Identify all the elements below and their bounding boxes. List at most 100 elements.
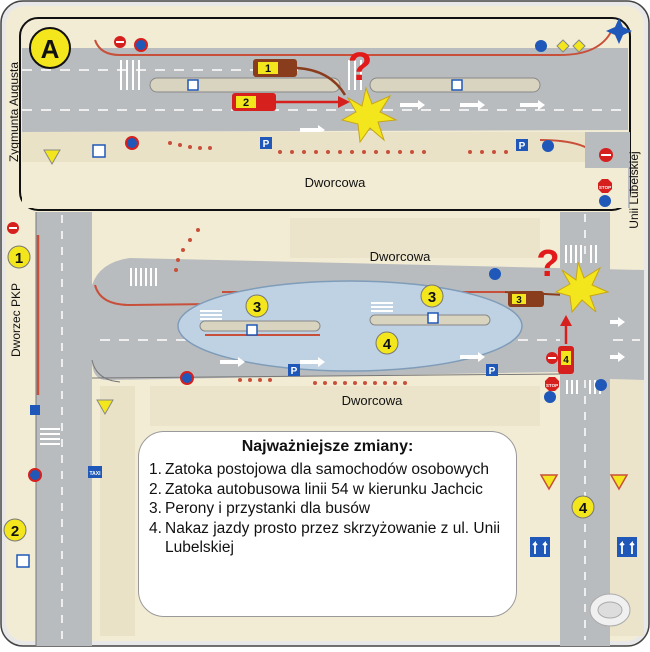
legend-item: 3.Perony i przystanki dla busów [149,499,506,519]
svg-text:1: 1 [15,250,23,267]
marker-4-road: 4 [571,495,595,519]
inset-sign-parking-2: P [516,139,528,152]
sign-straight-only-1 [530,537,550,557]
car-3: 3 [508,291,544,307]
marker-4-platform: 4 [375,331,399,355]
sign-no-stopping-2 [28,468,42,482]
inset-sign-priority-1 [556,39,570,53]
svg-text:3: 3 [516,295,522,306]
legend-box: Najważniejsze zmiany: 1.Zatoka postojowa… [138,431,517,617]
sign-yield-left-2 [96,399,114,416]
parking-dots-lower [238,378,407,385]
inset-sign-bus-stop-2 [451,79,463,91]
legend-item-number: 3. [149,500,162,517]
inset-sign-no-entry-1 [114,36,126,48]
inset-sign-bus-stop-1 [92,144,106,158]
sign-direction-right-3 [489,268,501,280]
sign-taxi: TAXI [88,466,102,478]
legend-item-text: Zatoka postojowa dla samochodów osobowyc… [165,461,489,478]
svg-text:P: P [489,366,496,377]
street-label-zygmunta-augusta: Zygmunta Augusta [7,62,21,162]
collision-burst-main [554,261,610,314]
sign-straight-only-2 [617,537,637,557]
inset-sign-no-stopping-1 [134,38,148,52]
inset-car-1: 1 [253,59,297,77]
inset-sign-parking-1: P [260,137,272,150]
logo-badge [589,593,631,627]
inset-sign-no-entry-2 [599,148,613,162]
inset-curb-top [94,29,613,56]
car-4: 4 [558,346,574,374]
inset-sidewalk-lower [22,132,628,162]
inset-sign-direction-3 [599,195,611,207]
marker-2: 2 [3,518,27,542]
svg-text:4: 4 [383,336,392,353]
svg-text:STOP: STOP [599,185,611,190]
crosswalk-dworcowa-left [130,268,157,286]
marker-3-left: 3 [245,294,269,318]
inset-sign-direction-1 [535,40,547,52]
sign-bus-left [16,554,30,568]
inset-crosswalk-mid [348,60,362,90]
svg-text:TAXI: TAXI [89,471,101,477]
building-left [100,386,135,636]
inset-dworcowa-area [22,168,628,208]
inset-car-2-arrowhead [338,96,350,108]
sign-no-entry-right [546,352,558,364]
legend-item: 2.Zatoka autobusowa linii 54 w kierunku … [149,480,506,500]
svg-text:2: 2 [11,523,19,540]
inset-car-2: 2 [232,93,276,111]
curb-dworcowa-lower [91,373,561,379]
compass-icon [606,18,632,44]
crosswalk-platform-left [200,310,222,320]
curb-dworcowa-upper [94,284,301,307]
inset-sign-priority-2 [572,39,586,53]
sign-parking-right: P [486,364,498,377]
legend-item-number: 4. [149,519,162,537]
street-label-dworcowa-lower: Dworcowa [342,393,403,408]
inset-island-left [149,77,341,93]
inset-a: P P STOP 1 2 ? A Dworcowa [19,17,632,211]
inset-road-arrows [300,100,545,135]
marker-3-right: 3 [420,284,444,308]
inset-marker-label: A [41,34,60,64]
curb-corner-left [91,359,121,383]
sign-priority-2 [609,474,629,491]
platform-island-left [199,320,321,332]
svg-text:4: 4 [579,500,588,517]
svg-text:3: 3 [428,289,436,306]
legend-item-text: Zatoka autobusowa linii 54 w kierunku Ja… [165,480,483,498]
sign-direction-right-1 [595,379,607,391]
svg-text:P: P [263,139,270,150]
marker-1: 1 [7,245,31,269]
car-4-arrowhead [560,315,572,326]
svg-text:3: 3 [253,299,261,316]
sign-parking-lower: P [288,364,300,377]
sign-no-entry-left [7,222,19,234]
parking-dots-upper-left [174,228,200,272]
legend-list: 1.Zatoka postojowa dla samochodów osobow… [149,460,506,558]
legend-item-text: Perony i przystanki dla busów [165,500,371,517]
crosswalk-right-top [565,245,597,263]
legend-title: Najważniejsze zmiany: [241,438,414,455]
svg-text:4: 4 [563,355,569,366]
inset-car-1-path [296,66,347,96]
sign-pedestrian-left [30,405,40,415]
sign-bus-stop-1 [246,324,258,336]
inset-marker-a [29,27,71,69]
building-right [610,380,644,636]
inset-sign-stop: STOP [598,179,612,193]
street-label-dworzec-pkp: Dworzec PKP [9,283,23,357]
crosswalk-left-vertical [40,428,60,445]
sign-bus-stop-2 [427,312,439,324]
sign-yield-left-1 [43,149,61,166]
building-station [150,386,540,426]
inset-parking-dots [168,141,508,154]
road-arrows-main [220,317,625,367]
crosswalk-platform-right [371,302,393,312]
sign-no-stopping-1 [180,371,194,385]
sign-priority-1 [539,474,559,491]
sign-direction-right-2 [544,391,556,403]
inset-street-dworcowa: Dworcowa [305,175,366,190]
